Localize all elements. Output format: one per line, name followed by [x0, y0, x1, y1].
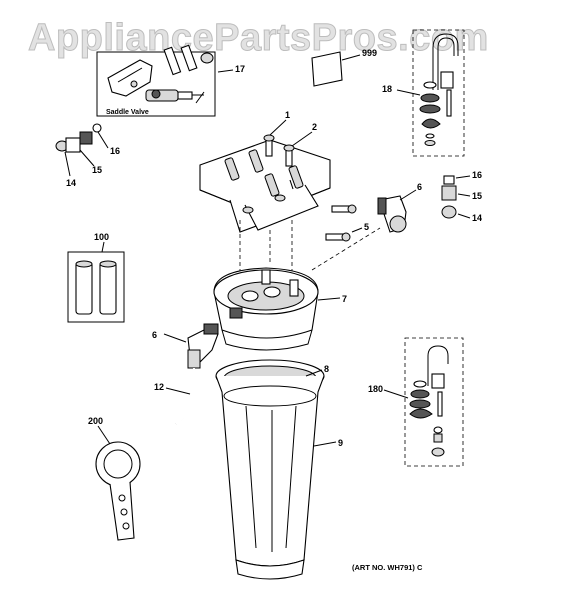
callout-8: 8	[324, 364, 329, 374]
filter-housing-9[interactable]: 8 9	[215, 359, 343, 580]
saddle-valve-box	[96, 51, 216, 117]
callout-14-right: 14	[472, 213, 482, 223]
filter-head-7[interactable]: 7	[213, 267, 347, 351]
art-number: (ART NO. WH791) C	[352, 563, 423, 572]
screws-5[interactable]: 5	[325, 204, 369, 242]
callout-100: 100	[94, 232, 109, 242]
right-fittings[interactable]: 16 15 14	[441, 170, 482, 223]
faucet-kit-18[interactable]: 18	[382, 29, 465, 157]
callout-15-left: 15	[92, 165, 102, 175]
callout-9: 9	[338, 438, 343, 448]
callout-7: 7	[342, 294, 347, 304]
callout-14-left: 14	[66, 178, 76, 188]
label-999[interactable]: 999	[311, 48, 377, 87]
callout-16-right: 16	[472, 170, 482, 180]
callout-18: 18	[382, 84, 392, 94]
mounting-bracket[interactable]: 1 2	[199, 110, 331, 233]
left-fittings[interactable]: 14 15 16	[55, 123, 120, 188]
saddle-valve-label: Saddle Valve	[106, 109, 149, 116]
callout-6-lower: 6	[152, 330, 157, 340]
saddle-valve-assembly[interactable]: Saddle Valve 17	[96, 44, 245, 117]
callout-15-right: 15	[472, 191, 482, 201]
filter-cartridges-100[interactable]: 100	[67, 232, 125, 323]
callout-17: 17	[235, 64, 245, 74]
elbow-fitting-upper[interactable]: 6	[377, 182, 422, 233]
elbow-fitting-lower[interactable]: 6	[152, 323, 219, 369]
faucet-kit-180-box	[404, 337, 464, 467]
alignment-lines	[239, 220, 381, 280]
callout-6-upper: 6	[417, 182, 422, 192]
tube-12[interactable]: 12	[154, 368, 195, 425]
callout-200: 200	[88, 416, 103, 426]
faucet-kit-180[interactable]: 180	[368, 337, 464, 467]
callout-180: 180	[368, 384, 383, 394]
callout-16-left: 16	[110, 146, 120, 156]
callout-2: 2	[312, 122, 317, 132]
callout-12: 12	[154, 382, 164, 392]
callout-1: 1	[285, 110, 290, 120]
callout-999: 999	[362, 48, 377, 58]
callout-5: 5	[364, 222, 369, 232]
housing-wrench-200[interactable]: 200	[88, 416, 141, 541]
